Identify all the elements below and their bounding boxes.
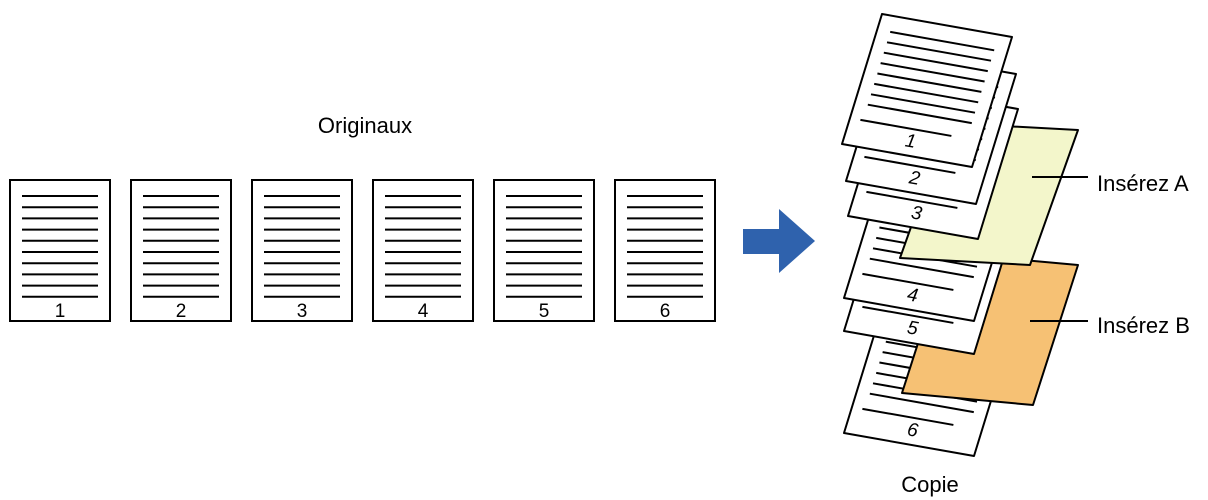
page-outline bbox=[251, 179, 353, 322]
page-number-separator bbox=[862, 305, 954, 324]
page-number: 4 bbox=[906, 284, 920, 307]
originals-group: Originaux 1 2 3 4 5 6 bbox=[9, 113, 716, 322]
original-page-3: 3 bbox=[251, 179, 353, 322]
page-number: 2 bbox=[176, 301, 187, 322]
copy-stack: 6 5 4 3 2 1 bbox=[841, 13, 1079, 457]
page-number-separator bbox=[864, 155, 956, 174]
page-number: 6 bbox=[660, 301, 671, 322]
original-page-1: 1 bbox=[9, 179, 111, 322]
page-number-separator bbox=[862, 407, 954, 426]
page-number: 6 bbox=[906, 419, 920, 442]
text-line bbox=[880, 62, 985, 83]
text-line bbox=[883, 51, 988, 73]
page-number: 1 bbox=[904, 130, 918, 153]
insert-a-label: Insérez A bbox=[1097, 171, 1189, 196]
page-number: 5 bbox=[906, 317, 920, 340]
text-line bbox=[869, 257, 974, 279]
original-page-6: 6 bbox=[614, 179, 716, 322]
insert-annotations: Insérez A Insérez B bbox=[1030, 171, 1190, 338]
text-line bbox=[869, 392, 974, 414]
page-number: 3 bbox=[297, 301, 308, 322]
originals-label: Originaux bbox=[318, 113, 412, 138]
original-page-5: 5 bbox=[493, 179, 595, 322]
page-number: 4 bbox=[418, 301, 429, 322]
page-number: 2 bbox=[907, 167, 922, 190]
text-line bbox=[890, 30, 995, 52]
page-number-separator bbox=[860, 118, 952, 137]
original-page-2: 2 bbox=[130, 179, 232, 322]
text-line bbox=[874, 82, 979, 104]
insert-b-label: Insérez B bbox=[1097, 313, 1190, 338]
text-line bbox=[886, 41, 992, 62]
text-line bbox=[867, 103, 972, 125]
originals-pages: 1 2 3 4 5 6 bbox=[9, 179, 716, 322]
original-page-4: 4 bbox=[372, 179, 474, 322]
right-arrow-icon bbox=[743, 209, 815, 273]
page-outline bbox=[372, 179, 474, 322]
page-number-separator bbox=[866, 190, 958, 209]
page-number: 5 bbox=[539, 301, 550, 322]
text-line bbox=[877, 72, 982, 93]
copy-label: Copie bbox=[901, 472, 958, 497]
page-outline bbox=[130, 179, 232, 322]
page-outline bbox=[493, 179, 595, 322]
page-outline bbox=[614, 179, 716, 322]
page-outline bbox=[9, 179, 111, 322]
page-number: 1 bbox=[55, 301, 66, 322]
copy-page-1: 1 bbox=[841, 13, 1013, 168]
text-line bbox=[870, 93, 976, 114]
page-number: 3 bbox=[910, 202, 924, 225]
page-number-separator bbox=[862, 272, 954, 291]
